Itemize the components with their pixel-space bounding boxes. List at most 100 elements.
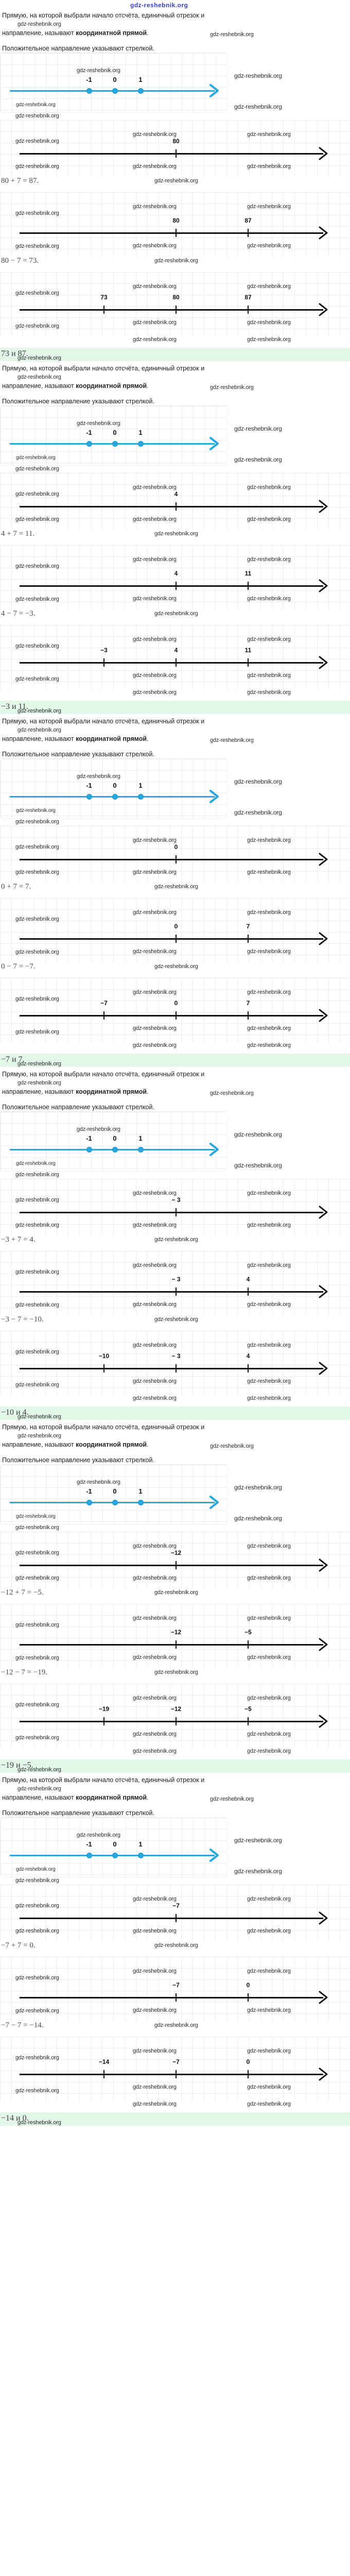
- watermark: gdz-reshebnik.org: [15, 844, 59, 850]
- axis-tick-label: 4: [174, 647, 178, 654]
- axis-tick-label: − 3: [171, 1352, 181, 1360]
- watermark: gdz-reshebnik.org: [15, 1302, 59, 1308]
- axis-tick-label: 0: [113, 76, 117, 83]
- axis-point-marker: [138, 441, 144, 447]
- axis-tick-mark: [248, 1993, 249, 2002]
- watermark: gdz-reshebnik.org: [133, 869, 177, 875]
- watermark: gdz-reshebnik.org: [18, 727, 61, 733]
- watermark: gdz-reshebnik.org: [133, 1575, 177, 1581]
- formula-line: 0 + 7 = 7.gdz-reshebnik.org: [0, 883, 350, 898]
- watermark: gdz-reshebnik.org: [234, 1162, 282, 1169]
- axis-tick-label: 1: [138, 782, 143, 789]
- watermark: gdz-reshebnik.org: [18, 1786, 61, 1792]
- axis-tick-mark: [248, 658, 249, 667]
- term-coordinate-line: координатной прямой: [76, 1794, 147, 1801]
- theory-paragraph-3: Положительное направление указывают стре…: [2, 1104, 154, 1111]
- axis-tick-mark: [103, 1717, 104, 1725]
- answer-band: 73 и 87.gdz-reshebnik.org: [0, 348, 350, 361]
- watermark: gdz-reshebnik.org: [15, 643, 59, 649]
- answer-band: −3 и 11.gdz-reshebnik.org: [0, 701, 350, 714]
- axis-point-marker: [86, 794, 92, 800]
- watermark: gdz-reshebnik.org: [133, 484, 177, 490]
- watermark: gdz-reshebnik.org: [234, 1515, 282, 1522]
- theory-paragraph-1: Прямую, на которой выбрали начало отсчёт…: [2, 1423, 205, 1431]
- watermark: gdz-reshebnik.org: [247, 689, 291, 696]
- axis-tick-label: −19: [98, 1705, 110, 1713]
- watermark: gdz-reshebnik.org: [133, 2048, 177, 2054]
- axis-point-marker: [112, 1147, 118, 1153]
- watermark: gdz-reshebnik.org: [16, 1514, 56, 1519]
- answer-band: −10 и 4.gdz-reshebnik.org: [0, 1406, 350, 1420]
- axis-tick-label: −12: [170, 1705, 182, 1713]
- watermark: gdz-reshebnik.org: [15, 916, 59, 922]
- watermark: gdz-reshebnik.org: [15, 1172, 59, 1178]
- watermark: gdz-reshebnik.org: [234, 1131, 282, 1138]
- axis-tick-label: −12: [170, 1629, 182, 1636]
- axis-tick-mark: [248, 2070, 249, 2078]
- watermark: gdz-reshebnik.org: [133, 1262, 177, 1268]
- watermark: gdz-reshebnik.org: [154, 258, 198, 264]
- watermark: gdz-reshebnik.org: [15, 1349, 59, 1355]
- formula-text: 0 − 7 = −7.: [1, 962, 36, 971]
- watermark: gdz-reshebnik.org: [234, 1868, 282, 1875]
- watermark: gdz-reshebnik.org: [154, 1669, 198, 1675]
- answer-text: −14 и 0.: [1, 2114, 29, 2123]
- answer-band: −14 и 0.gdz-reshebnik.org: [0, 2112, 350, 2126]
- watermark: gdz-reshebnik.org: [133, 1896, 177, 1902]
- watermark: gdz-reshebnik.org: [77, 773, 120, 779]
- watermark: gdz-reshebnik.org: [247, 1695, 291, 1701]
- watermark: gdz-reshebnik.org: [15, 243, 59, 249]
- watermark: gdz-reshebnik.org: [247, 1025, 291, 1031]
- axis-tick-mark: [248, 935, 249, 943]
- axis-tick-label: 0: [113, 1840, 117, 1848]
- theory-text-tail: .: [147, 29, 149, 37]
- theory-text-tail: .: [147, 1441, 149, 1448]
- watermark: gdz-reshebnik.org: [15, 819, 59, 825]
- answer-band: −19 и −5.gdz-reshebnik.org: [0, 1759, 350, 1773]
- number-line-axis: [20, 585, 323, 587]
- watermark: gdz-reshebnik.org: [18, 1080, 61, 1086]
- watermark: gdz-reshebnik.org: [15, 163, 59, 170]
- watermark: gdz-reshebnik.org: [15, 1735, 59, 1741]
- formula-text: 0 + 7 = 7.: [1, 883, 31, 891]
- theory-text-lead: направление, называют: [2, 1441, 76, 1448]
- term-coordinate-line: координатной прямой: [76, 29, 147, 37]
- axis-tick-label: 87: [244, 294, 252, 301]
- axis-tick-label: −12: [170, 1549, 182, 1556]
- watermark: gdz-reshebnik.org: [247, 1654, 291, 1660]
- watermark: gdz-reshebnik.org: [133, 1615, 177, 1621]
- axis-point-marker: [86, 88, 92, 94]
- watermark: gdz-reshebnik.org: [234, 809, 282, 816]
- watermark: gdz-reshebnik.org: [15, 949, 59, 955]
- axis-point-marker: [112, 1853, 118, 1858]
- watermark: gdz-reshebnik.org: [247, 989, 291, 995]
- answer-text: −7 и 7.: [1, 1055, 25, 1064]
- watermark: gdz-reshebnik.org: [133, 636, 177, 642]
- watermark: gdz-reshebnik.org: [133, 1395, 177, 1401]
- axis-tick-mark: [176, 1011, 177, 1020]
- axis-tick-label: 4: [246, 1352, 250, 1360]
- watermark: gdz-reshebnik.org: [247, 1968, 291, 1974]
- watermark: gdz-reshebnik.org: [247, 1042, 291, 1048]
- theory-paragraph-2: направление, называют координатной прямо…: [0, 382, 350, 391]
- formula-line: 4 + 7 = 11.gdz-reshebnik.org: [0, 530, 350, 545]
- number-line-axis: [20, 1565, 323, 1566]
- term-coordinate-line: координатной прямой: [76, 382, 147, 389]
- formula-line: −7 + 7 = 0.gdz-reshebnik.org: [0, 1941, 350, 1957]
- axis-point-marker: [86, 441, 92, 447]
- watermark: gdz-reshebnik.org: [247, 948, 291, 955]
- theory-paragraph-2: направление, называют координатной прямо…: [0, 1440, 350, 1449]
